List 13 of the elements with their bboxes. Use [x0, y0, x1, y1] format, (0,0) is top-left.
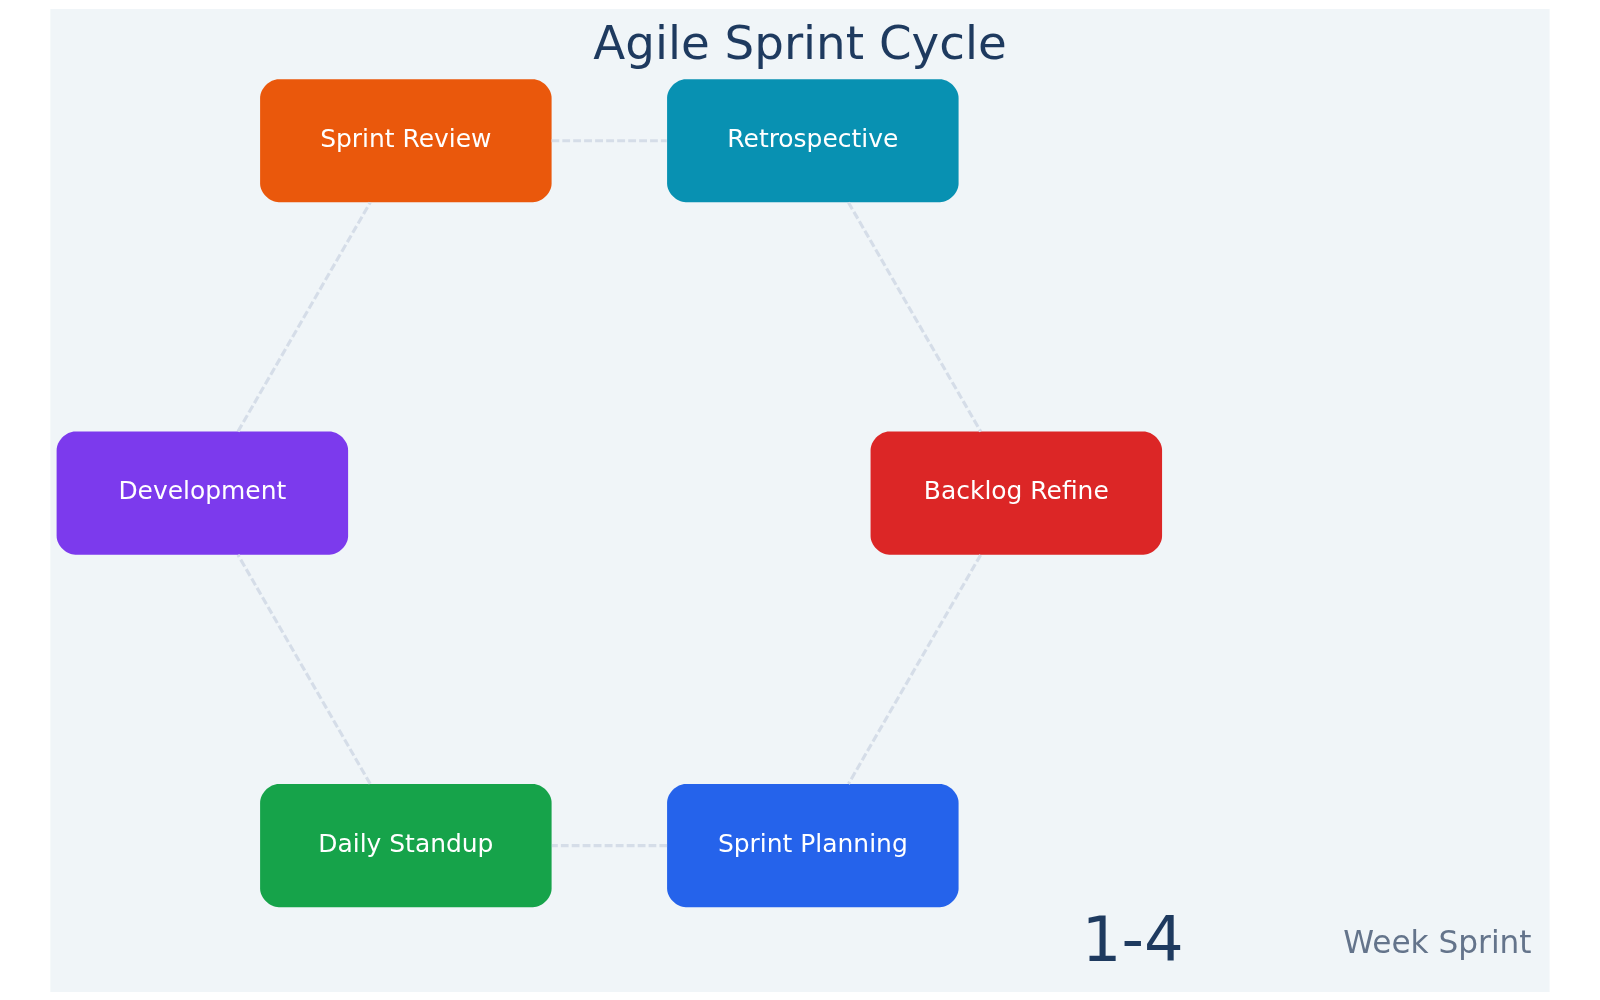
connector [847, 553, 982, 785]
node-box: Backlog Refine [870, 431, 1163, 555]
node-box: Sprint Review [260, 78, 552, 202]
diagram-title: Agile Sprint Cycle [593, 15, 1007, 70]
label: Week Sprint [1343, 923, 1532, 960]
label: 1-4 [1081, 902, 1184, 976]
connector [236, 201, 372, 432]
connector [847, 201, 982, 432]
node-box: Retrospective [667, 78, 959, 202]
node-box: Daily Standup [260, 783, 552, 907]
node-box: Sprint Planning [667, 783, 959, 907]
node-box: Development [56, 431, 349, 555]
connector [236, 553, 372, 785]
